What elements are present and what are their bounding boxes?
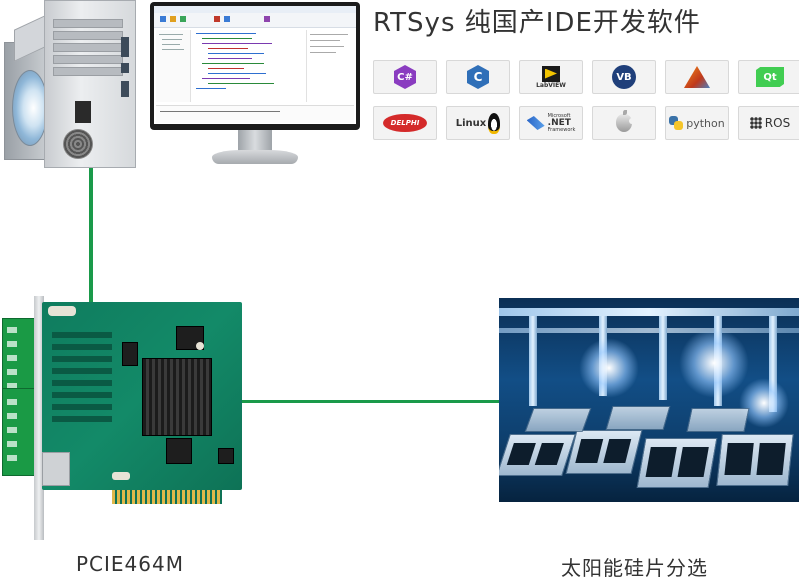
logo-linux: Linux [446,106,510,140]
logo-python: python [665,106,729,140]
toolbar-icon [224,16,230,22]
pc-expansion-slot [53,55,123,64]
logo-c: C [446,60,510,94]
wafer-tray [636,438,718,488]
connection-line-card-to-machine [240,400,500,403]
c-language-icon: C [467,65,489,89]
pc-io-port [121,81,129,97]
logo-delphi-text: DELPHI [390,119,420,127]
ide-code-editor [194,30,302,102]
terminal-block-bottom [2,388,38,476]
heatsink [142,358,212,436]
ic-chip [166,438,192,464]
gantry-beam [499,308,799,316]
pcie-edge-connector [112,490,222,504]
python-icon [669,116,684,130]
pc-io-port [121,63,129,73]
toolbar-icon [214,16,220,22]
logo-vb-text: VB [616,71,632,83]
monitor-base [212,150,298,164]
pcie-card [2,292,247,540]
pcb-connector [48,306,76,316]
pc-expansion-slot [53,31,123,40]
wafer-tray [565,430,643,474]
page-title: RTSys 纯国产IDE开发软件 [373,8,701,38]
logo-labview: LabVIEW [519,60,583,94]
logo-dotnet: Microsoft .NET Framework [519,106,583,140]
logo-qt-text: Qt [763,71,777,83]
csharp-icon: C# [394,65,416,89]
card-label: PCIE464M [76,552,184,576]
application-label: 太阳能硅片分选 [561,556,708,580]
logo-ros-text: ROS [764,116,791,130]
matlab-icon [684,66,710,88]
toolbar-icon [264,16,270,22]
connection-line-pc-to-card [89,164,93,306]
logo-vb: VB [592,60,656,94]
monitor [150,2,360,168]
logo-python-text: python [686,116,725,130]
pc-body [44,0,136,168]
delphi-icon: DELPHI [383,114,427,132]
pc-expansion-slot [53,67,123,76]
dip-switch [218,448,234,464]
pc-io-port [121,37,129,57]
gantry-column [529,316,537,406]
toolbar-icon [170,16,176,22]
linux-tux-icon [488,112,501,134]
ide-titlebar [154,6,356,13]
logo-apple [592,106,656,140]
crystal-oscillator [112,472,130,480]
power-socket-icon [75,101,91,123]
ide-output-panel [156,105,354,123]
wafer-tray [499,434,576,476]
fan-icon [63,129,93,159]
logo-dotnet-sub: Microsoft [547,112,571,119]
solar-wafer-sorting-machine-photo [499,298,799,502]
logo-matlab [665,60,729,94]
toolbar-icon [160,16,166,22]
ide-project-tree [156,30,191,102]
monitor-frame [150,2,360,130]
apple-icon [616,110,635,132]
gantry-column [659,316,667,400]
labview-icon [542,65,560,82]
wafer-tray [716,434,794,486]
ethernet-port-icon [42,452,70,486]
visual-basic-icon: VB [612,65,636,89]
logo-dotnet-text: .NET [547,117,571,128]
logo-delphi: DELPHI [373,106,437,140]
logo-linux-text: Linux [455,117,487,129]
dotnet-icon [526,116,545,130]
ide-toolbar [154,13,356,28]
pc-expansion-slot [53,19,123,28]
qt-icon: Qt [756,67,784,87]
monitor-stand [238,130,272,152]
ide-properties-panel [306,30,355,102]
ros-icon [749,117,762,129]
industrial-pc [4,0,136,168]
logo-c-text: C [473,70,483,84]
ide-screen [154,6,356,124]
logo-labview-text: LabVIEW [536,81,566,89]
gantry-column [769,316,777,412]
logo-qt: Qt [738,60,799,94]
logo-dotnet-sub2: Framework [547,126,576,133]
logo-csharp-text: C# [397,71,413,83]
logo-csharp: C# [373,60,437,94]
toolbar-icon [180,16,186,22]
pc-expansion-slot [53,43,123,52]
logo-ros: ROS [738,106,799,140]
ic-chip [122,342,138,366]
card-bracket [34,296,44,540]
disc-icon [12,70,48,146]
